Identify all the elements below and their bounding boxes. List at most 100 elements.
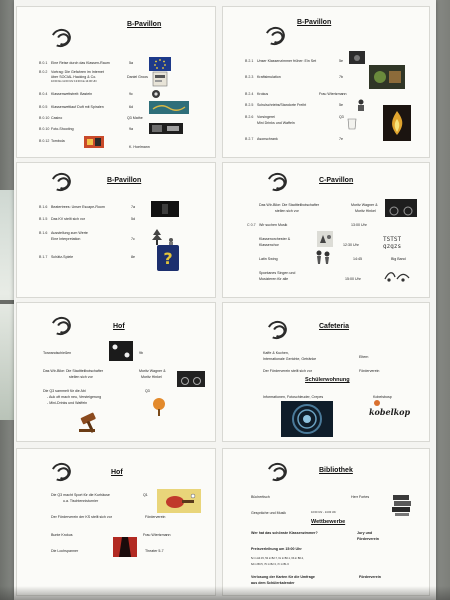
list-item-right: 5d — [131, 217, 135, 221]
list-item: Gespräche und Musik — [251, 511, 286, 515]
list-item: Wer hat das schönste Klassenzimmer? — [251, 531, 318, 535]
list-item-right: Moritz Hinkel — [141, 375, 162, 379]
list-item-right: Q3 Mathe — [127, 116, 143, 120]
waffle-image — [153, 398, 165, 416]
list-item-right: Eltern — [359, 355, 369, 359]
dancers-image — [316, 250, 330, 264]
list-item: Spontanes Singen und — [259, 271, 296, 275]
list-item: aus dem Schülerkalender — [251, 581, 295, 585]
list-item: Torwandschießen — [43, 351, 72, 355]
list-item: Verlosung der Karten für die Umfrage — [251, 575, 315, 579]
list-item: Preisverleihung um 15:00 Uhr — [251, 547, 302, 551]
eu-flag-icon — [149, 57, 171, 71]
craft-image — [152, 90, 160, 98]
school-logo-icon — [48, 460, 74, 484]
section-subtitle: Wettbewerbe — [311, 519, 346, 525]
list-item-right: Moritz Wagner & — [139, 369, 166, 373]
list-item: Informationen, Fotoschleuder, Crepes — [263, 395, 324, 399]
sheet-title: Bibliothek — [319, 467, 353, 474]
sheet-title: B-Pavillon — [297, 19, 332, 26]
list-item: über SOCIAL Hacking & Co. — [51, 75, 97, 79]
kobelkop-sign: kobelkop — [369, 407, 411, 417]
list-item-right: 7e — [339, 137, 343, 141]
list-item: - Auk oft mach neu, Versteigerung — [47, 395, 102, 399]
list-item-right: Q3 — [339, 115, 344, 119]
list-item-right: 9c — [129, 92, 133, 96]
list-item: Eine Interpretation — [51, 237, 81, 241]
tunnel-image — [281, 401, 333, 437]
list-item-right: Moritz Hinkel — [355, 209, 376, 213]
list-item: Der Förderverein stellt sich vor — [263, 369, 312, 373]
drink-image — [374, 400, 380, 406]
list-item: 5c in A0.15, 5b in B2.7, 6c in B0.1, 6b … — [251, 557, 304, 560]
list-item-right: 10:00 Uhr - 14:00 Uhr — [311, 511, 337, 514]
list-item: 10:00 bis 11:00 Uhr 13:00 bis 14:00 Uhr — [51, 80, 97, 83]
list-item: Die Q3 sammelt für die Abi — [43, 389, 86, 393]
school-logo-icon — [48, 170, 74, 194]
sheet-title: Hof — [113, 323, 125, 330]
sheet-title: Hof — [111, 469, 123, 476]
camera-image — [149, 123, 183, 134]
orchestra-image — [317, 231, 333, 247]
list-item-right: Förderverein — [145, 515, 166, 519]
list-item-right: Jury und — [357, 531, 373, 535]
list-item: Mini Drinks und Waffeln — [257, 121, 295, 125]
list-item-right: Moritz Wagner & — [351, 203, 378, 207]
school-logo-icon — [264, 460, 290, 484]
question-mark-image: ? — [157, 245, 179, 271]
list-item-right: 13:00 Uhr — [351, 223, 367, 227]
tree-drawing-image — [152, 229, 162, 245]
list-item-right: Förderverein — [359, 575, 381, 579]
window-frame-bar — [0, 300, 16, 304]
school-logo-icon — [262, 24, 288, 48]
list-item-right: Theater 5-7 — [145, 549, 164, 553]
list-item: Bunte Krokus — [51, 533, 73, 537]
list-item: 6d in B0.5, 7b in B2.3, 7c in B1.6 — [251, 563, 289, 566]
list-item: Klassenorchester & — [259, 237, 291, 241]
list-item-right: K. Hoelmann — [129, 145, 150, 149]
sheet-title: B-Pavillon — [107, 177, 142, 184]
list-item: Latin Swing — [259, 257, 278, 261]
spiral-image — [149, 101, 189, 114]
list-item-right: 7a — [131, 205, 135, 209]
svg-text:gzgzs: gzgzs — [383, 243, 401, 249]
list-item-right: 5e — [339, 59, 343, 63]
theater-image — [113, 537, 137, 557]
list-item-right: Q3 — [145, 389, 150, 393]
book-image — [152, 71, 168, 87]
list-item-right: Förderverein — [359, 369, 380, 373]
tombola-image — [84, 136, 104, 148]
school-logo-icon — [264, 170, 290, 194]
list-item: Klassenchor — [259, 243, 279, 247]
list-item: Büchertisch — [251, 495, 270, 499]
list-item-right: 12:30 Uhr — [343, 243, 359, 247]
floor-shadow — [0, 586, 450, 600]
list-item-right: 5e — [339, 103, 343, 107]
list-item: Internationale Gerichte, Getränke — [263, 357, 317, 361]
list-item-right: Frau Wiertzmann — [143, 533, 171, 537]
auction-hammer-image — [79, 412, 96, 433]
singing-image — [384, 272, 410, 282]
bike-image — [177, 371, 205, 387]
list-item: Kaffe & Kuchen, — [263, 351, 289, 355]
list-item: Der Förderverein der KS stellt sich vor — [51, 515, 112, 519]
list-item-right: Förderverein — [357, 537, 379, 541]
list-item-right: Q1 — [143, 493, 148, 497]
